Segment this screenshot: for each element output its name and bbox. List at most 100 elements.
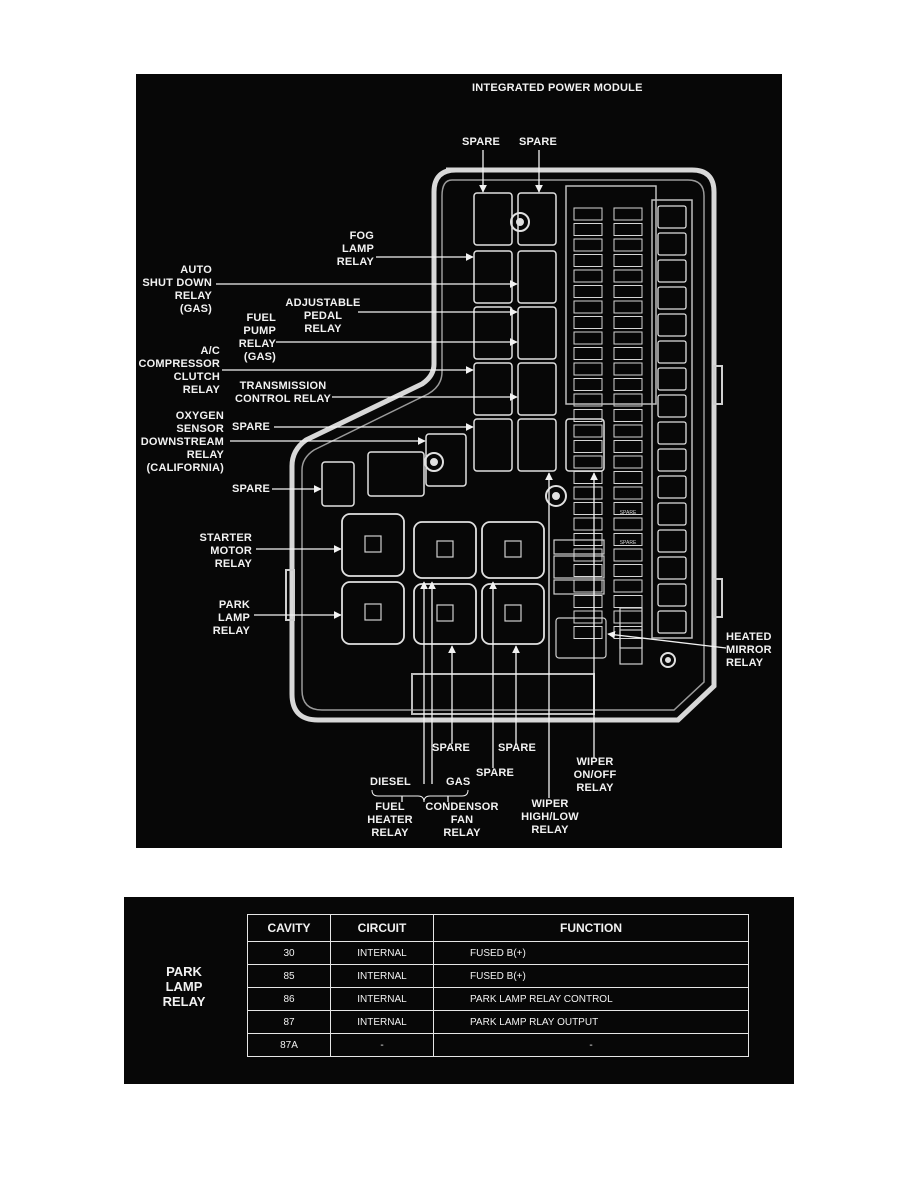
cell-cavity: 85 bbox=[247, 964, 331, 988]
table-row: 86 INTERNAL PARK LAMP RELAY CONTROL bbox=[247, 987, 749, 1011]
cell-circuit: INTERNAL bbox=[330, 987, 434, 1011]
small-fuse-blocks bbox=[553, 539, 643, 665]
mini-fuse bbox=[573, 378, 603, 391]
cell-function: - bbox=[433, 1033, 749, 1057]
mini-fuse bbox=[613, 533, 643, 546]
table-row: 87A - - bbox=[247, 1033, 749, 1057]
leader-lines bbox=[216, 150, 727, 803]
maxi-fuse bbox=[657, 313, 687, 337]
maxi-fuse bbox=[657, 259, 687, 283]
iso-relays bbox=[341, 513, 545, 645]
table-row: 87 INTERNAL PARK LAMP RLAY OUTPUT bbox=[247, 1010, 749, 1034]
mini-fuse bbox=[613, 409, 643, 422]
cell-cavity: 30 bbox=[247, 941, 331, 965]
cell-function: FUSED B(+) bbox=[433, 941, 749, 965]
mini-fuse bbox=[613, 610, 643, 624]
label-wiper-high-low-relay: WIPER HIGH/LOW RELAY bbox=[521, 798, 579, 836]
connector-pinout-panel: PARK LAMP RELAY CAVITY CIRCUIT FUNCTION … bbox=[124, 897, 794, 1084]
maxi-fuse bbox=[657, 610, 687, 634]
mini-fuse bbox=[573, 610, 603, 624]
mini-fuse bbox=[573, 626, 603, 639]
maxi-fuse bbox=[657, 475, 687, 499]
maxi-fuse bbox=[657, 421, 687, 445]
label-gas: GAS bbox=[446, 776, 471, 788]
mini-fuse bbox=[613, 424, 643, 438]
cell-circuit: INTERNAL bbox=[330, 941, 434, 965]
horizontal-mini-relay-box bbox=[367, 451, 425, 497]
maxi-fuse bbox=[657, 340, 687, 364]
mini-fuse bbox=[573, 548, 603, 562]
mini-fuse bbox=[613, 564, 643, 577]
side-tab-upper bbox=[713, 365, 723, 405]
maxi-fuse bbox=[657, 367, 687, 391]
mini-fuse bbox=[573, 393, 603, 407]
iso-relay-centers bbox=[364, 535, 522, 622]
mini-relay-column-left bbox=[473, 192, 513, 472]
mini-fuse bbox=[573, 455, 603, 469]
maxi-fuse-column bbox=[657, 205, 687, 634]
mini-fuse bbox=[613, 300, 643, 314]
mini-fuse bbox=[613, 595, 643, 608]
header-cavity: CAVITY bbox=[247, 914, 331, 942]
mini-fuse bbox=[573, 595, 603, 608]
mini-fuse bbox=[573, 502, 603, 515]
mini-fuse bbox=[613, 579, 643, 593]
label-ac-compressor-clutch-relay: A/C COMPRESSOR CLUTCH RELAY bbox=[138, 345, 220, 396]
side-tab-lower bbox=[713, 578, 723, 618]
label-spare-top-left: SPARE bbox=[462, 136, 501, 148]
table-header-row: CAVITY CIRCUIT FUNCTION bbox=[247, 914, 749, 942]
mini-fuse bbox=[573, 269, 603, 283]
label-condensor-fan-relay: CONDENSOR FAN RELAY bbox=[425, 801, 499, 839]
mini-fuse bbox=[613, 254, 643, 267]
maxi-fuse bbox=[657, 529, 687, 553]
label-spare-bottom-2: SPARE bbox=[498, 742, 537, 754]
mini-fuse-grid: SPARE SPARE bbox=[573, 207, 643, 639]
label-spare-middle: SPARE bbox=[232, 421, 271, 433]
mini-fuse bbox=[613, 548, 643, 562]
mini-fuse bbox=[573, 486, 603, 500]
mini-fuse bbox=[573, 440, 603, 453]
bottom-connector bbox=[411, 673, 595, 715]
mini-fuse bbox=[613, 517, 643, 531]
label-diesel: DIESEL bbox=[370, 776, 411, 788]
label-spare-bottom-1: SPARE bbox=[432, 742, 471, 754]
label-spare-left: SPARE bbox=[232, 483, 271, 495]
mounting-bolts bbox=[424, 212, 676, 668]
cell-cavity: 87A bbox=[247, 1033, 331, 1057]
mini-fuse bbox=[613, 502, 643, 515]
spare-left-relay-box bbox=[321, 461, 355, 507]
label-fog-lamp-relay: FOG LAMP RELAY bbox=[336, 230, 374, 268]
mini-fuse bbox=[573, 207, 603, 221]
mini-fuse bbox=[613, 223, 643, 236]
mini-fuse bbox=[613, 471, 643, 484]
fuse-label: SPARE bbox=[620, 540, 637, 546]
integrated-power-module-diagram: SPARE SPARE bbox=[136, 74, 782, 848]
mini-fuse bbox=[613, 238, 643, 252]
label-transmission-control-relay: TRANSMISSION CONTROL RELAY bbox=[234, 380, 332, 405]
fuse-label: SPARE bbox=[620, 510, 637, 516]
label-heated-mirror-relay: HEATED MIRROR RELAY bbox=[726, 631, 772, 669]
label-auto-shut-down-relay: AUTO SHUT DOWN RELAY (GAS) bbox=[142, 264, 212, 315]
mini-fuse bbox=[613, 440, 643, 453]
mini-fuse bbox=[573, 331, 603, 345]
mini-fuse bbox=[573, 517, 603, 531]
maxi-fuse bbox=[657, 583, 687, 607]
mini-fuse bbox=[573, 238, 603, 252]
mini-fuse bbox=[573, 362, 603, 376]
mini-fuse bbox=[573, 347, 603, 360]
mini-fuse bbox=[573, 533, 603, 546]
label-fuel-pump-relay: FUEL PUMP RELAY (GAS) bbox=[238, 312, 276, 363]
label-starter-motor-relay: STARTER MOTOR RELAY bbox=[199, 532, 252, 570]
maxi-fuse bbox=[657, 286, 687, 310]
header-function: FUNCTION bbox=[433, 914, 749, 942]
mini-fuse bbox=[573, 409, 603, 422]
mini-fuse bbox=[613, 285, 643, 298]
module-housing-outline bbox=[289, 167, 717, 723]
maxi-fuse bbox=[657, 205, 687, 229]
cell-function: PARK LAMP RLAY OUTPUT bbox=[433, 1010, 749, 1034]
mini-fuse bbox=[613, 393, 643, 407]
fuse-panel-frame bbox=[565, 185, 657, 405]
mini-fuse bbox=[573, 285, 603, 298]
label-spare-top-right: SPARE bbox=[519, 136, 558, 148]
cell-function: PARK LAMP RELAY CONTROL bbox=[433, 987, 749, 1011]
